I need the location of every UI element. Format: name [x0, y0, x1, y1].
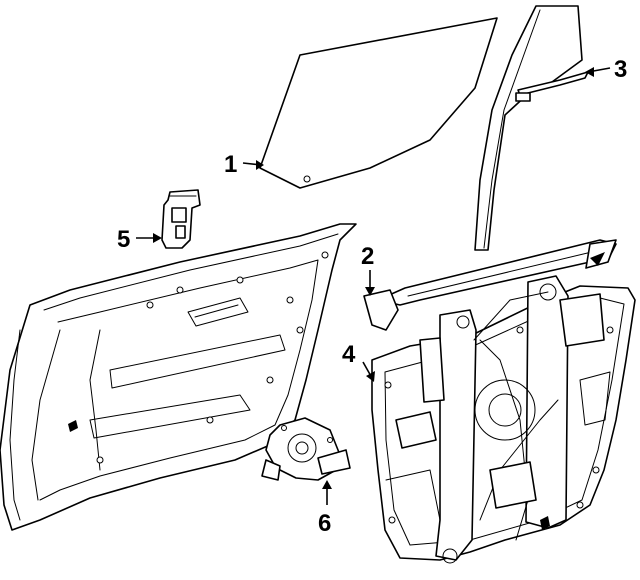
callout-4: 4	[342, 341, 356, 368]
window-regulator[interactable]	[371, 275, 636, 564]
callout-5: 5	[117, 226, 130, 253]
door-lock-clip[interactable]	[161, 189, 201, 249]
leader-lines	[136, 67, 611, 505]
belt-molding[interactable]	[363, 239, 617, 331]
door-shell[interactable]	[0, 223, 357, 531]
window-motor[interactable]	[261, 417, 351, 481]
door-glass[interactable]	[259, 17, 498, 189]
callout-1: 1	[224, 151, 237, 178]
callout-6: 6	[318, 510, 331, 537]
callout-3: 3	[614, 56, 627, 83]
glass-run-channel[interactable]	[474, 5, 589, 251]
callout-2: 2	[361, 243, 374, 270]
